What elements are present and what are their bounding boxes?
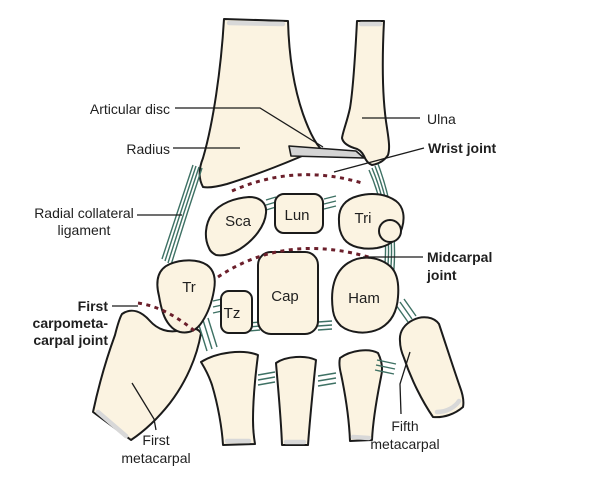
wrist-joint-dotted-line [231, 173, 363, 193]
intercarpal-ligament-stripes [212, 195, 337, 332]
second-metacarpal-bone [200, 350, 259, 446]
label-ulna: Ulna [427, 111, 456, 127]
articular-disc-leader-line [175, 107, 324, 148]
scaphoid-label: Sca [225, 213, 252, 230]
fifth-metacarpal-bone [398, 316, 465, 419]
ulna-bone [341, 20, 391, 166]
articular-disc-shape [288, 145, 365, 159]
capitate-label: Cap [271, 288, 299, 305]
trapezoid-bone [220, 290, 253, 334]
scaphoid-bone [204, 196, 268, 257]
intermetacarpal-ligament-stripes [257, 359, 397, 387]
radial-collateral-ligament-band [161, 164, 203, 266]
label-midcarpal-joint: Midcarpal joint [427, 249, 493, 283]
trapezium-label: Tr [182, 279, 196, 296]
trapezium-bone [156, 259, 216, 334]
carpometacarpal-ligament-stripes [197, 298, 417, 352]
bone-end-highlights [95, 20, 462, 445]
triquetrum-label: Tri [355, 210, 372, 227]
label-first-carpometacarpal-joint: First carpometa- carpal joint [32, 298, 108, 348]
hamate-label: Ham [348, 290, 380, 307]
trapezoid-label: Tz [224, 305, 241, 322]
label-first-metacarpal: First metacarpal [121, 432, 191, 466]
radius-bone [198, 18, 321, 189]
fourth-metacarpal-bone [338, 349, 383, 442]
first-metacarpal-bone [92, 309, 202, 441]
hamate-bone [331, 256, 400, 334]
fifth-metacarpal-leader-line [399, 351, 411, 415]
label-fifth-metacarpal: Fifth metacarpal [370, 418, 440, 452]
label-wrist-joint: Wrist joint [428, 140, 497, 156]
pisiform-bone [378, 219, 402, 243]
label-radial-collateral-ligament: Radial collateral ligament [34, 205, 134, 238]
label-radius: Radius [126, 141, 170, 157]
wrist-joint-leader-line [333, 147, 425, 173]
label-articular-disc: Articular disc [89, 101, 170, 117]
lunate-bone [274, 193, 324, 234]
capitate-bone [257, 251, 319, 335]
first-metacarpal-leader-line [131, 382, 157, 431]
midcarpal-joint-dotted-line [217, 247, 373, 279]
lunate-label: Lun [284, 207, 309, 224]
first-carpometacarpal-dotted-line [137, 301, 198, 335]
third-metacarpal-bone [275, 355, 317, 446]
